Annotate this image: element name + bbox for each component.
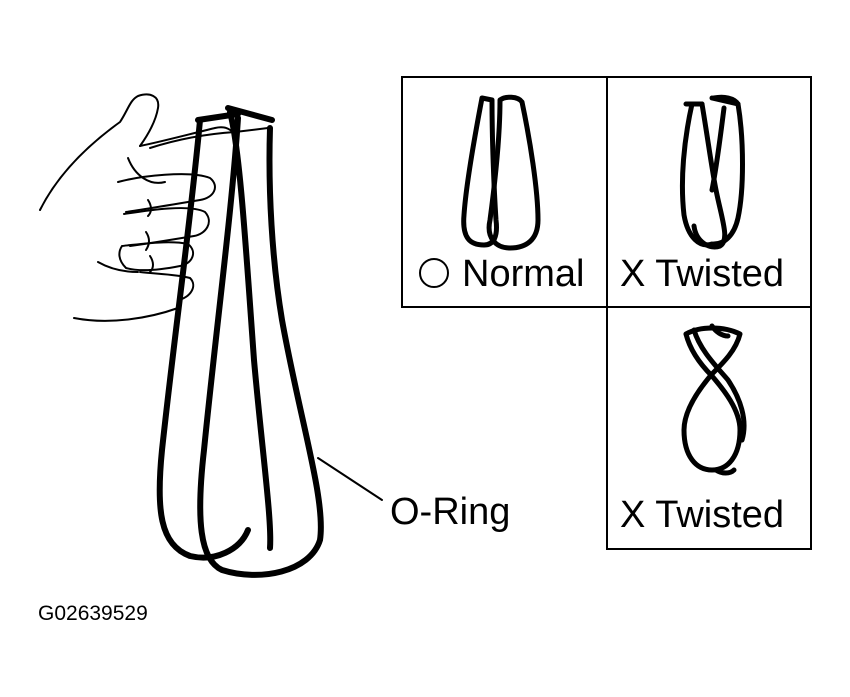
twisted-label-bottom: X Twisted: [620, 494, 784, 536]
circle-icon: [419, 258, 449, 288]
twisted-ring-illustration-top: [679, 94, 745, 250]
normal-ring-illustration: [461, 94, 541, 251]
o-ring-leader-line: [317, 457, 383, 501]
o-ring-label: O-Ring: [390, 491, 510, 533]
inspection-panels: [401, 76, 812, 550]
normal-label: Normal: [462, 253, 584, 295]
o-ring-held: [156, 105, 324, 578]
twisted-label-top: X Twisted: [620, 253, 784, 295]
figure-code: G02639529: [38, 602, 148, 625]
twisted-ring-illustration-bottom: [681, 323, 747, 476]
panel-twisted-bottom: [606, 306, 812, 550]
